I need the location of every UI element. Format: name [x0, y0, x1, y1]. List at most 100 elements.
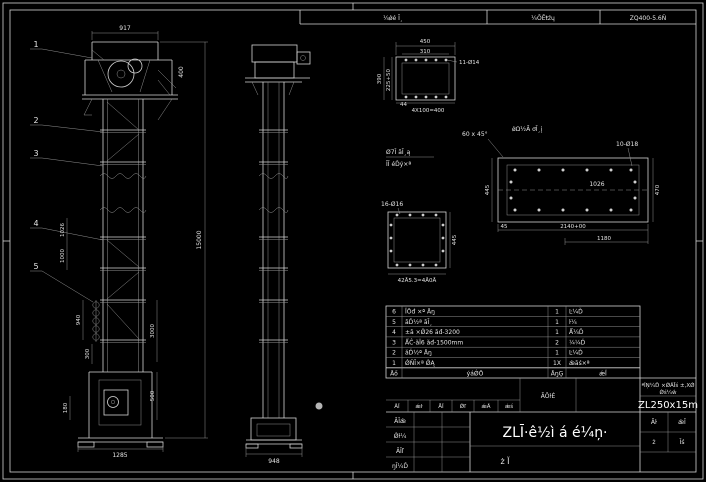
dim-44: 44: [400, 102, 407, 108]
chamfer-note: 60 x 45°: [462, 131, 488, 138]
bom-table: 6 ĬŌđ ×ª Āŋ 1 Ŀ¼Ď 5 ăĎ½ª ăĪ¸ 1 ŀ¼ 4 ±ă ×…: [385, 305, 641, 379]
tb-rev-2: ǽŀ: [415, 403, 422, 410]
strip-cell-2: ¼ŌĒŧźɥ: [531, 15, 555, 22]
dim-445-flange: 445: [452, 234, 458, 245]
balloon-4: 4: [33, 219, 38, 228]
tb-rev-3: ĀĬ: [438, 403, 444, 410]
dim-10xO18: 10-Ø18: [616, 141, 638, 148]
dim-1180: 1180: [597, 236, 611, 242]
tb-sheet-label: ż Ĭ: [500, 455, 510, 466]
dim-400: 400: [178, 66, 185, 78]
tb-stage: ÃŌŀĖ: [541, 393, 556, 400]
bom-row-no: 2: [392, 350, 396, 357]
dim-pitch-400: 4X100=400: [412, 108, 445, 114]
bom-row-name: ĬŌđ ×ª Āŋ: [404, 309, 435, 316]
balloon-1: 1: [33, 40, 38, 49]
dim-500: 500: [150, 390, 156, 401]
bom-row-no: 6: [392, 309, 396, 316]
dim-1285: 1285: [112, 452, 127, 459]
dim-45: 45: [501, 224, 508, 230]
bom-row-qty: 1: [555, 309, 559, 316]
dim-450: 450: [420, 39, 431, 45]
bom-row-name: ǾŇĪ×ª ǾĄ: [405, 360, 435, 367]
title-block: ªĬŅ¼Ď ×ǾĂĪś ±,XǾ Ǿś¼ŵ ZL250x15m Ăŀ ǽĬ ż …: [386, 377, 698, 472]
dim-445-left: 445: [485, 184, 491, 195]
dim-1026-plate: 1026: [589, 181, 604, 188]
dim-917: 917: [119, 25, 131, 32]
bom-row-name: ±ă ×Ǿ26 ăđ-3200: [405, 329, 460, 336]
weld-note-2: ĪĬ éĎý×ª: [386, 160, 411, 168]
bom-row-qty: 2: [555, 339, 559, 346]
dim-180: 180: [63, 402, 69, 413]
strip-cell-1: ¼ǿé Ī¸: [383, 15, 403, 22]
dim-2140: 2140+00: [560, 224, 586, 230]
dim-1000: 1000: [60, 249, 66, 263]
tb-sig-4: ŋĪ¼Ď: [392, 462, 408, 470]
dim-310: 310: [420, 49, 431, 55]
bom-row-name: ăĎ½ª Āŋ: [405, 349, 432, 357]
dim-225-50: 225+50: [386, 68, 392, 91]
bom-row-qty: 1: [555, 329, 559, 336]
dim-390: 390: [377, 73, 383, 84]
balloon-2: 2: [33, 116, 38, 125]
dim-flange-pitch: 42Ā5.3=4Ā0Ā: [398, 277, 437, 284]
channel-detail: 450 310 11-Ø14 390 225+50 44 4X100=400: [377, 39, 480, 114]
bom-row-no: 3: [392, 339, 396, 346]
front-view: 1 2 3 4 5 917 400 15000 1026 1000 940 30…: [30, 25, 208, 459]
tb-sig-1: ĂĬǽ: [394, 418, 406, 425]
bom-row-name: ăĎ½ª ăĪ¸: [405, 318, 432, 326]
bom-row-material: Ŀ¼Ď: [569, 349, 583, 357]
dim-300: 300: [85, 348, 91, 359]
tb-rev-6: ǽś: [505, 403, 513, 410]
tb-sig-2: Ǿŀ¼: [394, 433, 407, 440]
tb-rev-1: ĂĬ: [394, 403, 400, 410]
bom-header-name: ýáǾŌ: [467, 371, 484, 378]
dim-15000: 15000: [196, 230, 203, 249]
side-view: 948: [245, 44, 323, 465]
bom-row-no: 1: [392, 360, 396, 367]
bom-row-material: Ŀ¼Ď: [569, 308, 583, 316]
bom-row-qty: 1: [555, 350, 559, 357]
dim-1026: 1026: [60, 223, 66, 237]
bom-header-no: Āő: [390, 371, 398, 378]
bom-row-material: ŀ¼: [569, 319, 577, 326]
bom-row-no: 4: [392, 329, 396, 336]
tb-corner-4: Ĭś: [679, 439, 685, 446]
tb-title-main: ZLĪ·ê½ì á é¼ņ·: [502, 424, 607, 441]
detail-notes: 60 x 45° ǿΩ½Ă ơĪ¸į Ø7Ĭ ăĪ¸ą ĪĬ éĎý×ª: [386, 126, 543, 168]
bom-row-qty: 1: [555, 319, 559, 326]
dim-948: 948: [268, 458, 280, 465]
dim-16xO16: 16-Ø16: [381, 201, 403, 208]
balloon-3: 3: [33, 149, 38, 158]
tb-note-line-1: ªĬŅ¼Ď ×ǾĂĪś ±,XǾ: [641, 381, 695, 389]
tb-note-line-2: Ǿś¼ŵ: [659, 389, 677, 396]
bom-row-material: ǽăś×ª: [569, 360, 590, 367]
tb-rev-5: ǽĂ: [481, 403, 490, 410]
top-title-strip: ¼ǿé Ī¸ ¼ŌĒŧźɥ ZQ400-5.6Ň: [299, 10, 696, 25]
bom-row-qty: 1X: [553, 360, 561, 367]
tb-corner-1: Ăŀ: [651, 419, 657, 426]
section-mark: [315, 402, 323, 410]
balloon-5: 5: [33, 262, 38, 271]
dim-11xO14: 11-Ø14: [459, 59, 480, 66]
strip-cell-3: ZQ400-5.6Ň: [630, 15, 666, 22]
dim-470-right: 470: [655, 184, 661, 195]
plate-detail: 10-Ø18 1026 445 470 2140+00 45 1180: [485, 141, 661, 245]
weld-note-1: Ø7Ĭ ăĪ¸ą: [386, 149, 411, 156]
dim-940: 940: [76, 314, 82, 325]
tb-corner-3: ż: [652, 439, 655, 446]
bom-row-material: ¼¼Ď: [569, 338, 586, 346]
bom-row-name: ǺĈ-ăĬ6 ăđ-1500mm: [405, 339, 463, 346]
flange-detail: 16-Ø16 445 42Ā5.3=4Ā0Ā: [381, 201, 458, 284]
tb-model: ZL250x15m: [638, 400, 698, 411]
plate-note: ǿΩ½Ă ơĪ¸į: [512, 126, 543, 133]
bom-row-no: 5: [392, 319, 396, 326]
tb-sig-3: ĀĬľ: [396, 448, 405, 455]
bom-row-material: Ǻ¼Ď: [569, 328, 584, 336]
dim-3000: 3000: [150, 324, 156, 338]
bom-header-qty: ĀŋĢ: [551, 371, 564, 378]
tb-corner-2: ǽĬ: [678, 419, 686, 426]
bom-header-material: ǽĬ: [599, 371, 607, 378]
